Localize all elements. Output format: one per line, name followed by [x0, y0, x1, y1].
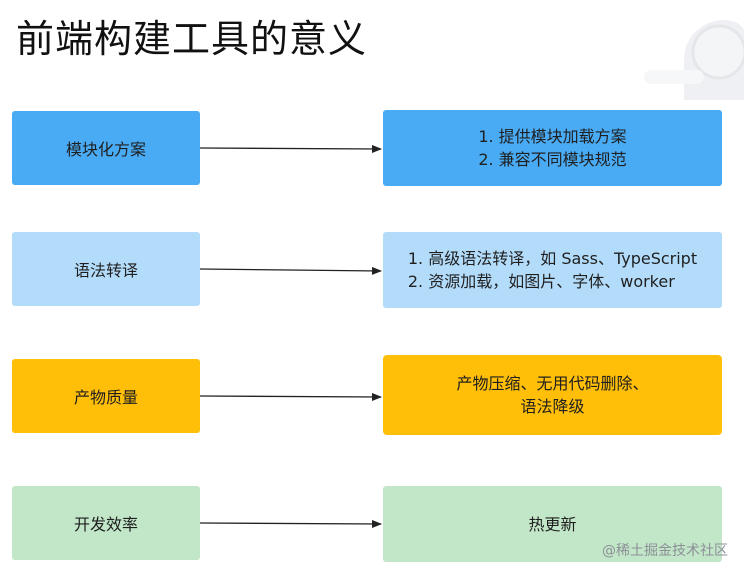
- detail-line: 产物压缩、无用代码删除、: [456, 374, 649, 393]
- node-label: 开发效率: [73, 515, 138, 534]
- detail-syntax-transpile: 1. 高级语法转译，如 Sass、TypeScript 2. 资源加载，如图片、…: [383, 232, 722, 308]
- detail-line: 2. 兼容不同模块规范: [478, 150, 627, 169]
- node-label: 模块化方案: [65, 140, 146, 159]
- detail-line: 1. 提供模块加载方案: [478, 127, 627, 146]
- detail-module-scheme: 1. 提供模块加载方案 2. 兼容不同模块规范: [383, 110, 722, 186]
- detail-line: 语法降级: [520, 397, 585, 416]
- arrow-row-2: [199, 266, 382, 275]
- detail-line: 2. 资源加载，如图片、字体、worker: [407, 272, 675, 291]
- arrow-row-4: [199, 519, 382, 528]
- detail-output-quality: 产物压缩、无用代码删除、 语法降级: [383, 355, 722, 435]
- node-output-quality: 产物质量: [12, 359, 200, 433]
- corner-decoration: [644, 20, 744, 100]
- node-label: 产物质量: [73, 388, 138, 407]
- arrow-row-3: [199, 392, 382, 401]
- detail-line: 1. 高级语法转译，如 Sass、TypeScript: [407, 249, 698, 268]
- arrow-row-1: [199, 144, 382, 153]
- detail-dev-efficiency: 热更新: [383, 486, 722, 562]
- node-dev-efficiency: 开发效率: [12, 486, 200, 560]
- node-label: 语法转译: [73, 261, 138, 280]
- watermark: @稀土掘金技术社区: [602, 543, 728, 559]
- node-module-scheme: 模块化方案: [12, 111, 200, 185]
- page-title: 前端构建工具的意义: [16, 17, 368, 61]
- node-syntax-transpile: 语法转译: [12, 232, 200, 306]
- detail-line: 热更新: [528, 514, 577, 534]
